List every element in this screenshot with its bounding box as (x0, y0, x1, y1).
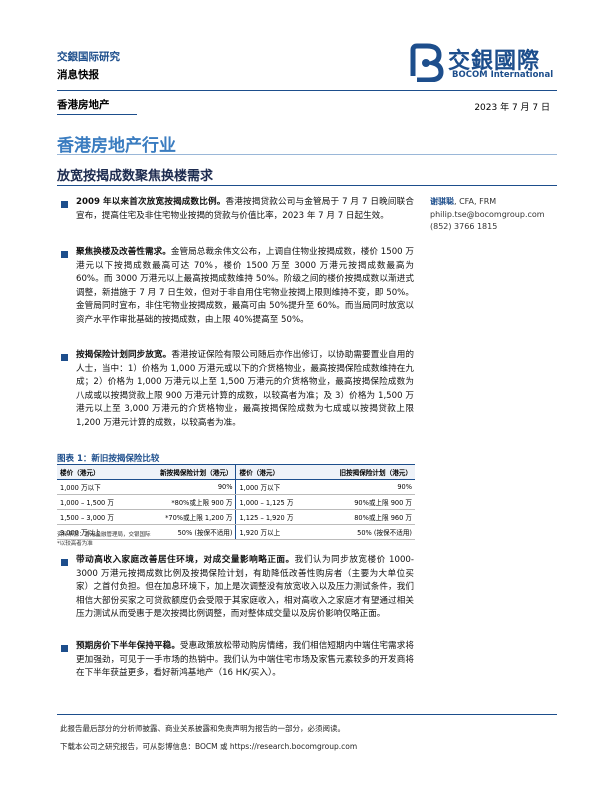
bullet-icon (61, 251, 68, 258)
bullet-icon (61, 354, 68, 361)
table-cell: *80%或上限 900 万 (134, 494, 236, 510)
analyst-name: 谢骐聪 (430, 197, 454, 206)
subtitle-rule (57, 185, 557, 186)
table-row: 3,000 万以上 50% (按保不适用) 1,920 万以上 50% (按保不… (57, 524, 415, 540)
paragraph-text: 香港按证保险有限公司随后亦作出修订，以协助需要置业自用的人士，当中：1）价格为 … (76, 350, 414, 428)
paragraph-5: 预期房价下半年保持平稳。受惠政策放松带动购房情绪，我们相信短期内中端住宅需求将更… (76, 640, 414, 681)
table-row: 1,000 万以下 90% 1,000 万以下 90% (57, 479, 415, 495)
paragraph-text: 受惠政策放松带动购房情绪，我们相信短期内中端住宅需求将更加强劲，可见于一手市场的… (76, 641, 414, 678)
table-row: 1,000 – 1,500 万 *80%或上限 900 万 1,000 – 1,… (57, 494, 415, 510)
table-cell: 80%或上限 960 万 (313, 509, 415, 525)
table-header: 楼价（港元） (57, 465, 135, 480)
table-header-row: 楼价（港元） 新按揭保险计划（港元） 楼价（港元） 旧按揭保险计划（港元） (57, 465, 415, 480)
sector-rule (57, 114, 137, 115)
paragraph-lead: 聚焦换楼及改善性需求。 (76, 247, 171, 257)
title-rule (57, 154, 557, 155)
table-header: 旧按揭保险计划（港元） (313, 465, 415, 480)
table-cell: 1,000 – 1,125 万 (235, 494, 314, 510)
table-cell: 1,125 – 1,920 万 (235, 509, 314, 525)
table-header: 新按揭保险计划（港元） (134, 465, 236, 480)
firm-name: 交銀国际研究 (57, 51, 120, 63)
source-note: 资料来源：香港金融管理局，交银国际 (57, 532, 151, 538)
table-cell: 50% (按保不适用) (134, 524, 236, 540)
report-date: 2023 年 7 月 7 日 (474, 103, 550, 113)
analyst-email[interactable]: philip.tse@bocomgroup.com (430, 209, 545, 219)
header-rule (57, 90, 557, 91)
analyst-block: 谢骐聪, CFA, FRM philip.tse@bocomgroup.com … (430, 196, 545, 234)
sector-tag: 香港房地产 (57, 99, 110, 111)
paragraph-1: 2009 年以来首次放宽按揭成数比例。香港按揭贷款公司与金管局于 7 月 7 日… (76, 196, 414, 223)
table-cell: 90% (313, 479, 415, 495)
bocom-logo-icon (407, 42, 447, 83)
footer-rule (57, 714, 557, 715)
paragraph-4: 带动高收入家庭改善居住环境，对成交量影响略正面。我们认为同步放宽楼价 1000-… (76, 554, 414, 622)
figure-source: 资料来源：香港金融管理局，交银国际 *以较高者为准 (57, 531, 151, 549)
table-cell: *70%或上限 1,200 万 (134, 509, 236, 525)
download-note[interactable]: 下载本公司之研究报告，可从彭博信息：BOCM 或 https://researc… (60, 742, 358, 751)
table-cell: 1,000 万以下 (57, 479, 135, 495)
table-cell: 1,920 万以上 (235, 524, 314, 540)
paragraph-lead: 按揭保险计划同步放宽。 (76, 350, 172, 360)
disclaimer-note: 此报告最后部分的分析师披露、商业关系披露和免责声明为报告的一部分，必须阅读。 (60, 724, 345, 733)
table-cell: 90%或上限 900 万 (313, 494, 415, 510)
analyst-credentials: , CFA, FRM (454, 197, 497, 206)
paragraph-3: 按揭保险计划同步放宽。香港按证保险有限公司随后亦作出修订，以协助需要置业自用的人… (76, 349, 414, 430)
report-subtitle: 放宽按揭成数聚焦换楼需求 (57, 169, 214, 184)
bullet-icon (61, 559, 68, 566)
document-type: 消息快报 (57, 69, 99, 81)
analyst-phone: (852) 3766 1815 (430, 222, 498, 231)
table-header: 楼价（港元） (235, 465, 314, 480)
table-cell: 3,000 万以上 (57, 524, 135, 540)
table-cell: 1,000 万以下 (235, 479, 314, 495)
paragraph-text: 香港按揭贷款公司与金管局于 7 月 7 日晚间联合宣布，提高住宅及非住宅物业按揭… (76, 197, 414, 221)
figure-rule (57, 464, 415, 465)
logo-english-name: BOCOM International (452, 70, 554, 80)
footer: 此报告最后部分的分析师披露、商业关系披露和免责声明为报告的一部分，必须阅读。 下… (60, 720, 357, 756)
table-row: 1,500 – 3,000 万 *70%或上限 1,200 万 1,125 – … (57, 509, 415, 525)
footnote: *以较高者为准 (57, 541, 93, 547)
paragraph-lead: 2009 年以来首次放宽按揭成数比例。 (76, 197, 226, 207)
paragraph-text: 我们认为同步放宽楼价 1000-3000 万港元按揭成数比例及按揭保险计划，有助… (76, 555, 414, 619)
table-cell: 1,500 – 3,000 万 (57, 509, 135, 525)
table-cell: 50% (按保不适用) (313, 524, 415, 540)
page-title: 香港房地产行业 (57, 136, 176, 156)
bullet-icon (61, 201, 68, 208)
table-cell: 90% (134, 479, 236, 495)
table-cell: 1,000 – 1,500 万 (57, 494, 135, 510)
paragraph-lead: 预期房价下半年保持平稳。 (76, 641, 181, 651)
bullet-icon (61, 645, 68, 652)
mortgage-insurance-table: 楼价（港元） 新按揭保险计划（港元） 楼价（港元） 旧按揭保险计划（港元） 1,… (57, 465, 415, 540)
logo-chinese-name: 交銀國際 (448, 49, 541, 74)
paragraph-2: 聚焦换楼及改善性需求。金管局总裁余伟文公布，上调自住物业按揭成数，楼价 1500… (76, 246, 414, 327)
paragraph-lead: 带动高收入家庭改善居住环境，对成交量影响略正面。 (76, 555, 295, 565)
paragraph-text: 金管局总裁余伟文公布，上调自住物业按揭成数，楼价 1500 万港元以下按揭成数最… (76, 247, 414, 325)
figure-title: 图表 1：新旧按揭保险比较 (57, 454, 160, 464)
